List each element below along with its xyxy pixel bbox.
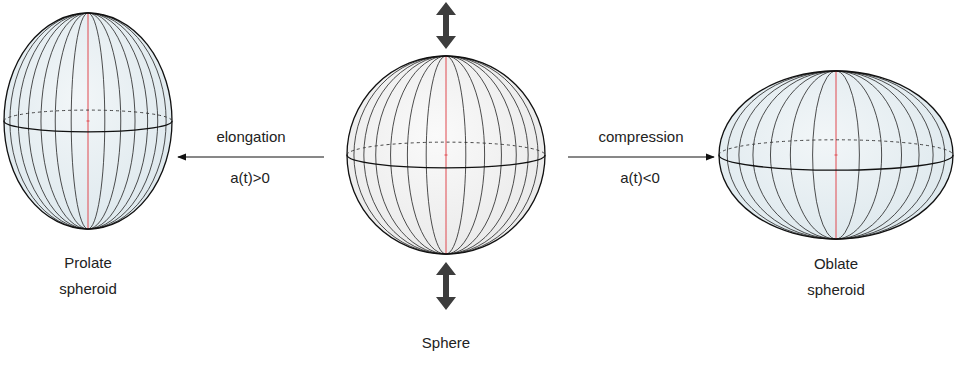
meridian-line <box>376 56 517 254</box>
meridian-line <box>727 71 945 239</box>
center-tick <box>835 155 838 156</box>
center-tick <box>87 121 90 122</box>
meridian-line <box>407 56 484 254</box>
meridian-line <box>753 71 919 239</box>
shape-name: Oblate spheroid <box>788 251 884 303</box>
spheroid-fill <box>4 13 172 229</box>
meridian-line <box>71 13 105 229</box>
meridian-line <box>813 71 860 239</box>
double-arrow-bottom <box>436 262 456 310</box>
meridian-line <box>364 56 528 254</box>
meridian-line <box>739 71 933 239</box>
equator-front <box>719 155 953 170</box>
center-tick <box>445 155 448 156</box>
meridian-line <box>10 13 166 229</box>
meridian-line <box>18 13 157 229</box>
meridian-line <box>426 56 466 254</box>
transform-arrow <box>178 157 324 158</box>
edge-label: elongation <box>214 127 287 147</box>
meridian-line <box>790 71 881 239</box>
spheroid-border <box>347 56 545 254</box>
meridian-line <box>28 13 147 229</box>
shape-name: Sphere <box>398 330 494 356</box>
equator-back <box>719 140 953 155</box>
sphere: Sphere <box>346 55 546 255</box>
condition-label: a(t)>0 <box>228 168 272 188</box>
equator-front <box>347 155 545 168</box>
meridian-line <box>55 13 121 229</box>
condition-label: a(t)<0 <box>618 168 662 188</box>
equator-back <box>347 142 545 155</box>
prolate-spheroid: Prolate spheroid <box>3 12 173 230</box>
meridian-line <box>391 56 502 254</box>
spheroid-fill <box>347 56 545 254</box>
equator-back <box>4 110 172 121</box>
spheroid-border <box>719 71 953 239</box>
meridian-line <box>354 56 538 254</box>
axis-meridian <box>446 56 447 254</box>
spheroid-outline <box>3 12 173 230</box>
shape-name: Prolate spheroid <box>40 250 136 302</box>
spheroid-outline <box>346 55 546 255</box>
axis-meridian <box>88 13 89 229</box>
spheroid-fill <box>719 71 953 239</box>
meridian-line <box>770 71 901 239</box>
meridian-line <box>41 13 135 229</box>
spheroid-outline <box>718 70 954 240</box>
equator-front <box>4 121 172 132</box>
edge-label: compression <box>596 127 685 147</box>
double-arrow-top <box>436 2 456 49</box>
oblate-spheroid: Oblate spheroid <box>718 70 954 240</box>
axis-meridian <box>836 71 837 239</box>
transform-arrow <box>568 157 714 158</box>
spheroid-border <box>4 13 172 229</box>
